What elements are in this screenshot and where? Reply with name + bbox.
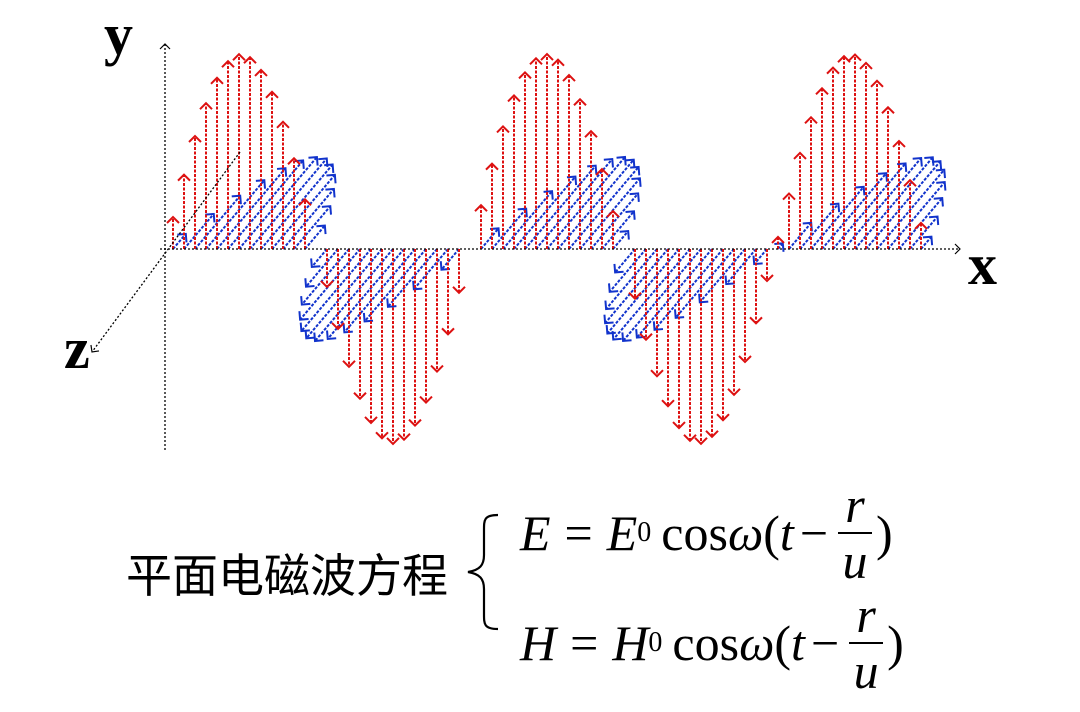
eq-fraction: r u: [849, 587, 884, 699]
h-field-arrow: [502, 190, 554, 250]
h-field-arrow: [282, 187, 336, 250]
eq-fraction-bar: [849, 642, 884, 644]
eq-cos: cos: [672, 615, 740, 671]
h-field-arrow: [293, 205, 332, 250]
coordinate-axes: [90, 43, 961, 450]
eq-fraction: r u: [838, 477, 873, 589]
h-field-arrow: [601, 210, 636, 250]
h-field-arrow: [238, 156, 319, 250]
h-field-arrow: [300, 248, 350, 306]
h-field-arrow: [590, 192, 640, 250]
h-field-arrow: [698, 248, 746, 304]
h-field-arrow: [724, 248, 757, 286]
h-field-arrow: [920, 235, 934, 250]
h-field-arrow: [604, 248, 658, 311]
h-field-arrow: [172, 232, 188, 250]
eq-fraction-num: r: [856, 587, 876, 643]
h-field-arrow: [326, 248, 405, 341]
h-field-arrow: [876, 168, 946, 250]
h-field-arrow: [183, 212, 216, 250]
eq-equals: =: [564, 505, 593, 561]
h-field-arrow: [608, 248, 647, 293]
y-axis-label: y: [104, 2, 133, 67]
h-field-arrow: [513, 175, 578, 250]
h-field-arrow: [439, 248, 460, 271]
eq-lhs: H: [520, 615, 557, 671]
h-field-arrow: [362, 248, 427, 323]
eq-minus: −: [810, 615, 840, 671]
h-field-arrow: [832, 162, 908, 250]
h-field-arrow: [752, 248, 768, 266]
eq-fraction-num: r: [845, 477, 865, 533]
h-field-arrow: [480, 227, 501, 250]
h-field-arrow: [313, 248, 394, 343]
h-field-arrow: [613, 248, 636, 274]
eq-t: t: [791, 615, 805, 671]
h-field-arrow: [865, 160, 943, 250]
eq-amplitude-sub: 0: [637, 517, 652, 548]
eq-amplitude: E: [606, 505, 638, 561]
x-axis-label: x: [968, 232, 997, 297]
eq-cos: cos: [661, 505, 728, 561]
h-field-arrow: [621, 248, 702, 342]
eq-t: t: [779, 505, 794, 561]
z-axis: [90, 151, 241, 353]
eq-open-paren: (: [763, 505, 780, 561]
h-field-arrow: [557, 158, 636, 250]
h-field-arrow: [673, 248, 735, 319]
h-field-arrow: [635, 248, 713, 339]
h-field-arrow: [909, 215, 940, 250]
z-axis-label: z: [64, 316, 90, 381]
eq-omega: ω: [727, 505, 764, 561]
eq-fraction-den: u: [842, 533, 868, 589]
electric-field-vectors: [166, 52, 928, 446]
h-field-arrow: [271, 173, 337, 250]
h-field-arrow: [386, 248, 438, 308]
eq-fraction-den: u: [853, 643, 879, 699]
h-field-arrow: [603, 248, 669, 325]
eq-minus: −: [799, 505, 829, 561]
h-field-arrow: [611, 248, 691, 341]
h-field-arrow: [652, 248, 724, 331]
h-field-arrow: [535, 157, 614, 250]
h-field-arrow: [216, 167, 288, 250]
eq-lhs: E: [520, 505, 551, 561]
h-field-arrow: [205, 179, 267, 250]
h-field-arrow: [854, 156, 935, 250]
h-field-arrow: [304, 224, 327, 250]
eq-equals: =: [570, 615, 599, 671]
h-field-arrow: [612, 230, 630, 250]
h-field-arrow: [249, 157, 329, 250]
equation-title: 平面电磁波方程: [126, 549, 448, 603]
h-field-arrow: [194, 194, 242, 250]
eq-fraction-bar: [838, 532, 873, 534]
eq-open-paren: (: [774, 615, 792, 671]
eq-close-paren: ): [876, 505, 893, 561]
h-field-arrow: [304, 248, 339, 288]
h-field-arrow: [310, 248, 328, 268]
h-field-arrow: [546, 155, 627, 250]
h-field-arrow: [304, 248, 383, 340]
eq-close-paren: ): [887, 615, 904, 671]
h-field-arrow: [227, 159, 305, 250]
eq-amplitude-sub: 0: [648, 627, 663, 658]
h-field-arrow: [887, 181, 947, 250]
eq-omega: ω: [739, 615, 775, 671]
h-field-arrow: [788, 221, 813, 250]
eq-amplitude: H: [612, 615, 649, 671]
equation-brace: [467, 513, 499, 631]
h-field-arrow: [843, 156, 923, 250]
